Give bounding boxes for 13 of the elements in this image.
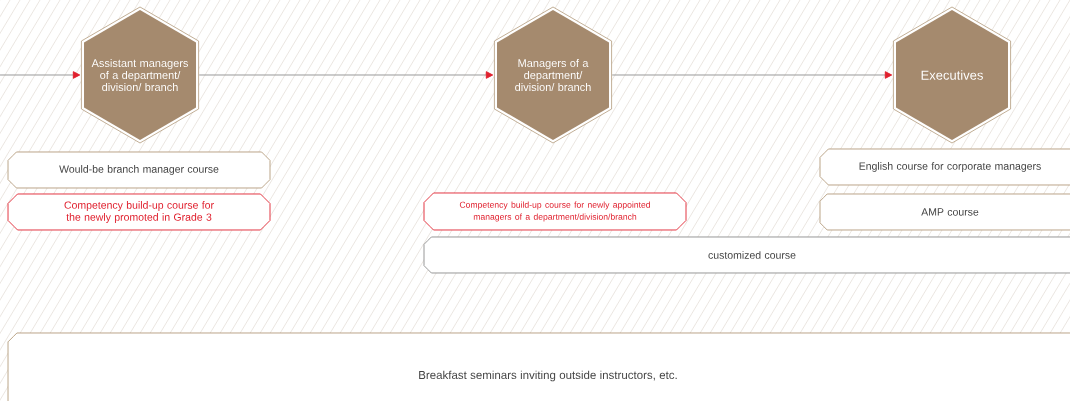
course-box: Competency build-up course for newly appointed managers of a department/division/branch: [423, 192, 687, 231]
course-box: English course for corporate managers: [819, 148, 1070, 186]
hexagon-node: Managers of a department/ division/ branch: [494, 6, 612, 144]
course-box: Breakfast seminars inviting outside instructors, etc.: [7, 332, 1070, 401]
hexagon-node: Assistant managers of a department/ division/ branch: [81, 6, 199, 144]
course-box: AMP course: [819, 193, 1070, 231]
course-box: Would-be branch manager course: [7, 151, 271, 189]
course-box: customized course: [423, 236, 1070, 274]
arrow: [0, 71, 81, 79]
arrow: [198, 71, 494, 79]
course-box: Competency build-up course for the newly promoted in Grade 3: [7, 193, 271, 231]
hexagon-node: Executives: [893, 6, 1011, 144]
arrow: [611, 71, 893, 79]
